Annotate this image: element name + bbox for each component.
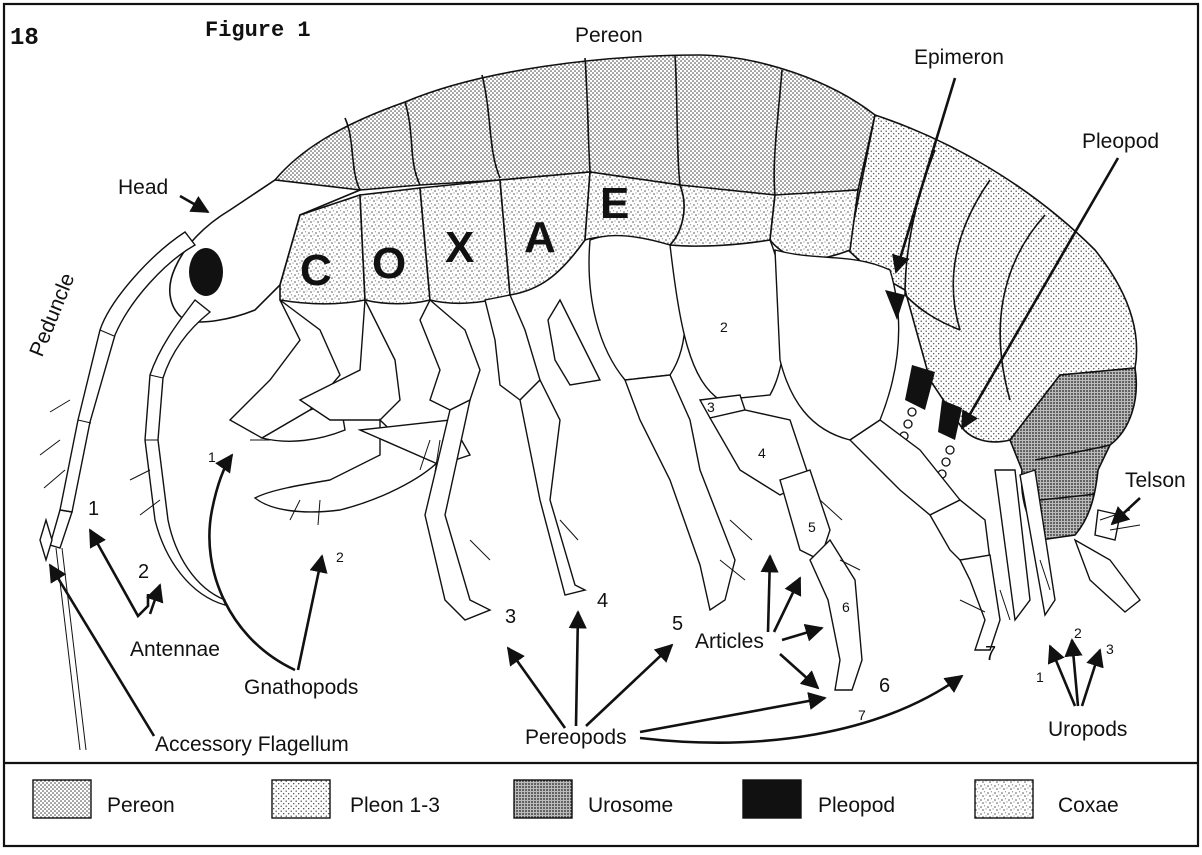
legend-item-pleon: Pleon 1-3 — [272, 780, 440, 818]
page-number: 18 — [10, 25, 39, 52]
arrow-pereopod-7 — [640, 676, 962, 743]
num-article-6: 6 — [842, 599, 850, 615]
arrow-uropod-1 — [1050, 646, 1075, 706]
num-uropod-3: 3 — [1106, 641, 1114, 657]
legend-item-pereon: Pereon — [33, 780, 175, 818]
arrow-article-d — [780, 654, 818, 688]
legend-item-urosome: Urosome — [514, 780, 673, 818]
arrow-uropod-3 — [1082, 650, 1100, 706]
arrow-pereopod-6 — [640, 698, 825, 732]
legend-label-pereon: Pereon — [107, 794, 175, 817]
label-uropods: Uropods — [1048, 718, 1127, 741]
num-article-5: 5 — [808, 519, 816, 535]
coxa-letter-o: O — [372, 239, 406, 288]
legend-item-pleopod: Pleopod — [743, 780, 895, 818]
arrow-uropod-2 — [1072, 640, 1078, 706]
num-antenna-2: 2 — [138, 561, 149, 583]
arrow-telson — [1112, 498, 1140, 524]
coxa-letter-x: X — [445, 223, 474, 272]
legend-item-coxae: Coxae — [975, 780, 1119, 818]
label-pleopod: Pleopod — [1082, 130, 1159, 153]
label-articles: Articles — [695, 630, 764, 653]
arrow-antenna-2 — [150, 585, 160, 614]
num-pereopod-3: 3 — [505, 606, 516, 628]
figure-caption: Figure 1 — [205, 18, 311, 43]
gnathopod-1 — [230, 300, 345, 441]
legend-label-urosome: Urosome — [588, 794, 673, 817]
legend-swatch-urosome — [514, 780, 572, 818]
arrow-gnathopod-1 — [209, 455, 295, 670]
flagellum-segments — [56, 548, 86, 750]
num-pereopod-5: 5 — [672, 613, 683, 635]
eye — [189, 248, 223, 296]
num-article-3: 3 — [707, 399, 715, 415]
num-article-4: 4 — [758, 445, 766, 461]
coxa-letter-c: C — [300, 246, 332, 295]
legend-swatch-pleopod — [743, 780, 801, 818]
arrow-article-c — [782, 628, 822, 640]
arrow-article-b — [774, 578, 800, 632]
legend-label-pleopod: Pleopod — [818, 794, 895, 817]
label-epimeron: Epimeron — [914, 46, 1004, 69]
coxa-letter-e: E — [600, 179, 629, 228]
num-gnathopod-1: 1 — [208, 449, 216, 465]
label-pereon: Pereon — [575, 24, 643, 47]
label-antennae: Antennae — [130, 638, 220, 661]
legend-swatch-coxae — [975, 780, 1033, 818]
legend-label-coxae: Coxae — [1058, 794, 1119, 817]
coxa-letter-a: A — [524, 213, 556, 262]
num-pereopod-6: 6 — [879, 675, 890, 697]
arrow-head — [180, 196, 208, 212]
num-uropod-1: 1 — [1036, 669, 1044, 685]
accessory-flagellum-shape — [40, 520, 52, 560]
legend: Pereon Pleon 1-3 Urosome Pleopod Coxae — [33, 780, 1119, 818]
num-antenna-1: 1 — [88, 498, 99, 520]
label-accessory-flagellum: Accessory Flagellum — [155, 733, 349, 756]
legend-swatch-pleon — [272, 780, 330, 818]
legend-swatch-pereon — [33, 780, 91, 818]
pereopod-7 — [850, 420, 1000, 650]
num-gnathopod-2: 2 — [336, 549, 344, 565]
arrow-pereopod-3 — [508, 648, 565, 728]
num-pereopod-7: 7 — [985, 643, 996, 665]
arrow-gnathopod-2 — [298, 556, 322, 670]
label-peduncle: Peduncle — [25, 270, 79, 360]
pereopod-4 — [485, 295, 600, 595]
num-article-7: 7 — [858, 707, 866, 723]
arrow-pereopod-5 — [586, 645, 672, 726]
label-pereopods: Pereopods — [525, 726, 627, 749]
label-gnathopods: Gnathopods — [244, 676, 358, 699]
label-telson: Telson — [1125, 469, 1186, 492]
num-uropod-2: 2 — [1074, 625, 1082, 641]
arrow-pereopod-4 — [576, 612, 578, 726]
label-head: Head — [118, 176, 168, 199]
arrow-article-a — [768, 556, 770, 632]
legend-label-pleon: Pleon 1-3 — [350, 794, 440, 817]
num-article-2: 2 — [720, 319, 728, 335]
num-pereopod-4: 4 — [597, 590, 608, 612]
